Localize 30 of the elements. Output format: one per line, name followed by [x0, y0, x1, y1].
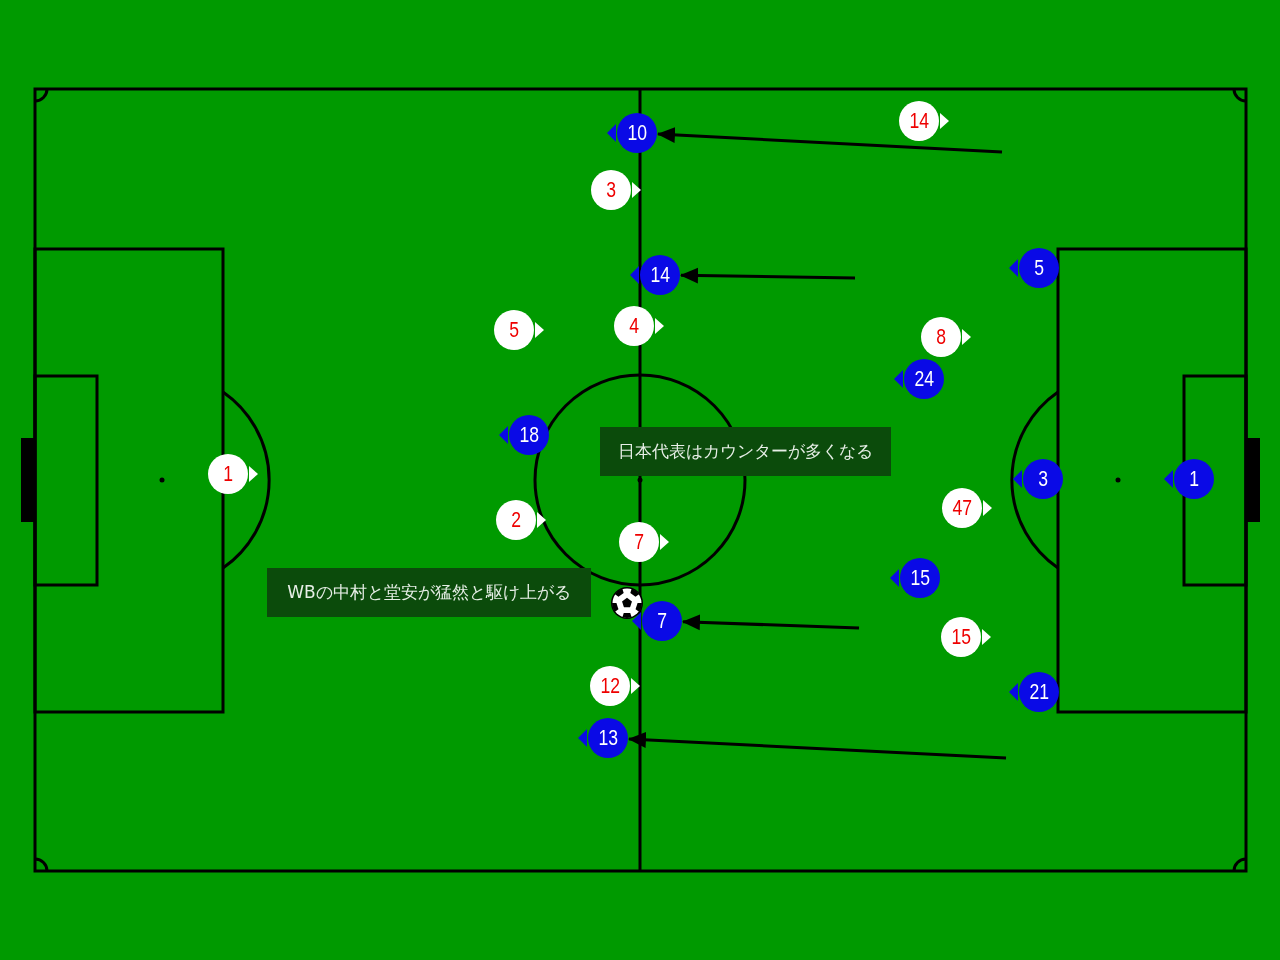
player-number: 12 [600, 675, 620, 697]
movement-arrow [680, 267, 856, 284]
player-number: 5 [1034, 257, 1044, 279]
player-number: 3 [1038, 468, 1048, 490]
player-number: 14 [650, 264, 670, 286]
movement-arrow [628, 731, 1007, 760]
player-number: 15 [910, 567, 930, 589]
player-number: 18 [519, 424, 539, 446]
player-number: 24 [914, 368, 934, 390]
caption-text: 日本代表はカウンターが多くなる [618, 441, 873, 462]
player-number: 1 [1189, 468, 1199, 490]
player-number: 15 [951, 626, 971, 648]
player-number: 21 [1029, 681, 1049, 703]
caption-box [267, 568, 591, 617]
movement-arrow [656, 127, 1003, 154]
player-number: 14 [909, 110, 929, 132]
player-number: 7 [657, 610, 667, 632]
player-number: 10 [627, 122, 647, 144]
caption-text: WBの中村と堂安が猛然と駆け上がる [287, 582, 571, 603]
player-number: 4 [629, 315, 639, 337]
player-number: 3 [606, 179, 616, 201]
player-number: 7 [634, 531, 644, 553]
player-number: 13 [598, 727, 618, 749]
caption-box [600, 427, 891, 476]
player-number: 1 [223, 463, 233, 485]
player-number: 8 [936, 326, 946, 348]
player-number: 2 [511, 509, 521, 531]
player-number: 5 [509, 319, 519, 341]
movement-arrow [682, 614, 860, 631]
player-number: 47 [952, 497, 972, 519]
